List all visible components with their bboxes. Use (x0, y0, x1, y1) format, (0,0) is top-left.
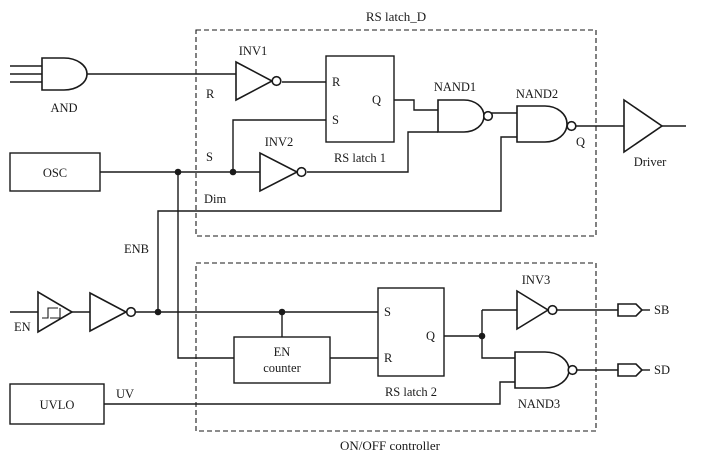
en-schmitt-buffer (37, 290, 74, 334)
enb-signal-label: ENB (124, 242, 149, 256)
onoff-controller-title: ON/OFF controller (340, 438, 441, 453)
inv2-gate (259, 151, 307, 193)
inv3-gate (516, 289, 558, 331)
and-gate-label: AND (50, 101, 77, 115)
en-counter-label-line1: EN (274, 345, 291, 359)
inv1-gate (235, 60, 282, 102)
en-counter-label-line2: counter (263, 361, 301, 375)
dim-signal-label: Dim (204, 192, 227, 206)
rs-latch-d-block (195, 29, 597, 237)
driver-label: Driver (634, 155, 667, 169)
rs-latch-1-label: RS latch 1 (334, 151, 386, 165)
inv2-label: INV2 (265, 135, 293, 149)
wires (10, 65, 686, 405)
nand2-gate (516, 105, 577, 143)
rs-latch-2 (377, 287, 445, 377)
s-signal-label: S (206, 150, 213, 164)
sd-signal-label: SD (654, 363, 670, 377)
onoff-controller-block (195, 262, 597, 432)
uvlo-box (9, 383, 105, 425)
en-counter-box (233, 336, 331, 384)
rs-latch-d-title: RS latch_D (366, 9, 426, 24)
uvlo-label: UVLO (40, 398, 75, 412)
sd-output-connector (617, 363, 644, 377)
osc-box (9, 152, 101, 192)
osc-label: OSC (43, 166, 67, 180)
nand3-label: NAND3 (518, 397, 560, 411)
latch2-s-pin: S (384, 305, 391, 319)
nand1-label: NAND1 (434, 80, 476, 94)
nand1-gate (437, 99, 494, 133)
nand2-label: NAND2 (516, 87, 558, 101)
and-gate (41, 57, 88, 91)
latch2-r-pin: R (384, 351, 393, 365)
r-signal-label: R (206, 87, 215, 101)
rs-latch-1 (325, 55, 395, 143)
junction-dots (154, 168, 486, 340)
sb-signal-label: SB (654, 303, 669, 317)
en-inverter (89, 291, 137, 333)
latch1-s-pin: S (332, 113, 339, 127)
inv3-label: INV3 (522, 273, 550, 287)
uv-signal-label: UV (116, 387, 134, 401)
latch1-q-pin: Q (372, 93, 381, 107)
rs-latch-2-label: RS latch 2 (385, 385, 437, 399)
latch1-r-pin: R (332, 75, 341, 89)
sb-output-connector (617, 303, 644, 317)
nand3-gate (514, 351, 578, 389)
latch2-q-pin: Q (426, 329, 435, 343)
driver-buffer (623, 98, 664, 154)
q-signal-label: Q (576, 135, 585, 149)
inv1-label: INV1 (239, 44, 267, 58)
en-signal-label: EN (14, 320, 31, 334)
